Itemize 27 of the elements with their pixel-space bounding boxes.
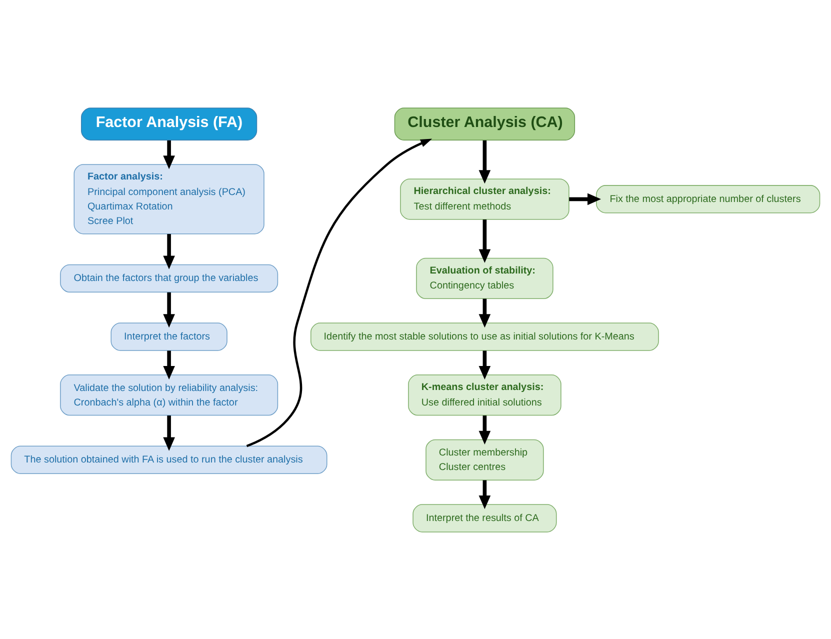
arrow (569, 192, 601, 205)
arrow (478, 140, 491, 184)
arrow (478, 219, 491, 262)
node-box: Obtain the factors that group the variables (60, 264, 278, 292)
arrow (478, 298, 491, 328)
arrow (163, 234, 175, 269)
arrow (163, 140, 175, 169)
node-box: Evaluation of stability: Contingency tables (416, 257, 554, 299)
node-box: Cluster membership Cluster centres (426, 438, 544, 480)
node-box: Fix the most appropriate number of clusters (596, 184, 820, 213)
arrow (163, 292, 175, 328)
node-box: Cluster Analysis (CA) (394, 107, 576, 140)
node-box: Interpret the results of CA (412, 504, 557, 532)
arrow (478, 480, 491, 509)
arrow (478, 415, 491, 444)
arrow (163, 350, 175, 380)
arrow (478, 350, 491, 380)
node-box: K-means cluster analysis: Use differed initial solutions (408, 374, 562, 416)
node-box: Factor Analysis (FA) (81, 107, 258, 140)
arrow (246, 138, 432, 447)
node-box: Factor analysis: Principal component analysis (PCA) Quartimax Rotation Scree Plot (74, 164, 264, 234)
node-box: Validate the solution by reliability analysis: Cronbach's alpha (α) within the factor (60, 374, 278, 416)
node-box: Hierarchical cluster analysis: Test different methods (400, 178, 570, 220)
node-box: The solution obtained with FA is used to run the cluster analysis (10, 445, 328, 474)
node-box: Interpret the factors (110, 322, 228, 350)
arrow (163, 415, 175, 450)
node-box: Identify the most stable solutions to use as initial solutions for K-Means (310, 322, 659, 350)
